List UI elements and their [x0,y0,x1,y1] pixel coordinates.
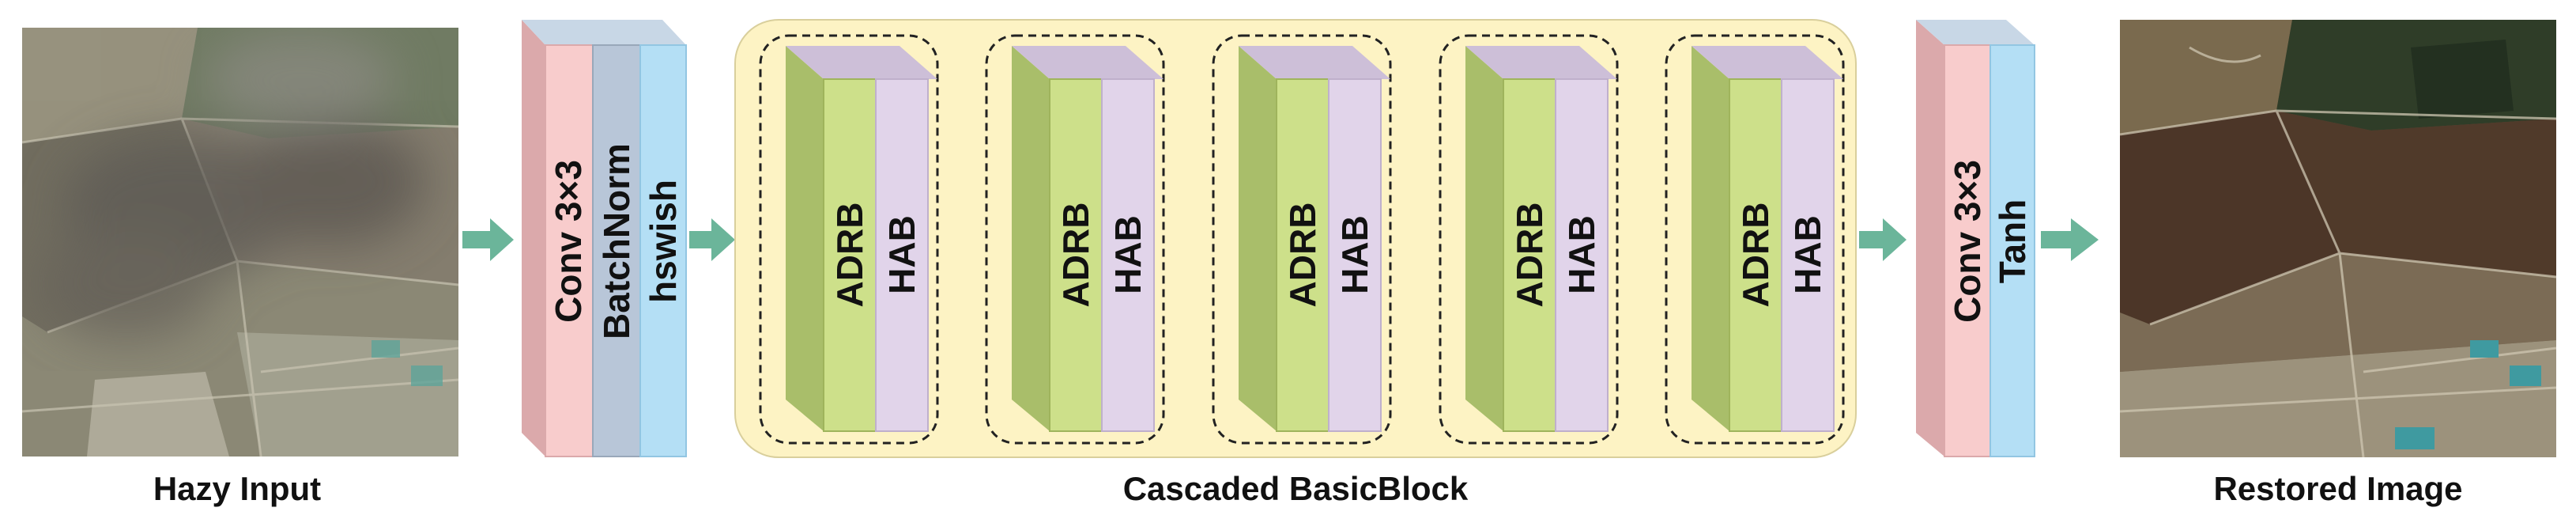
tanh-layer [1990,44,2035,457]
basic-block-outline [1439,34,1619,445]
basic-block-outline [1212,34,1392,445]
adrb-label: ADRB [1735,203,1776,308]
hab-block [1101,78,1155,432]
adrb-label: ADRB [1509,203,1550,308]
block-top-face [1692,46,1843,79]
adrb-label: ADRB [1055,203,1096,308]
basic-block-outline [1665,34,1845,445]
basic-block-outline [759,34,939,445]
adrb-block [1729,78,1782,432]
hab-block [1555,78,1609,432]
basic-block: ADRB HAB [1665,34,1845,445]
tail-conv3x3-layer [1944,44,1991,457]
basic-block: ADRB HAB [1212,34,1392,445]
hswish-layer [639,44,687,457]
block-top-face [1012,46,1164,79]
adrb-side-face [1239,46,1277,431]
hab-label: HAB [1787,215,1828,294]
arrow-right-icon [462,218,514,261]
hab-label: HAB [881,215,922,294]
hab-label: HAB [1561,215,1602,294]
adrb-block [1049,78,1103,432]
tail-layer-stack: Conv 3×3 Tanh [1916,20,2035,457]
cascaded-basicblock-caption: Cascaded BasicBlock [1123,470,1469,507]
arrow-right-icon [2041,218,2099,261]
basic-blocks-group: ADRB HAB ADRB HAB ADRB HAB ADRB HAB ADRB HAB [759,34,1845,445]
head-layer-stack: Conv 3×3 BatchNorm hswish [522,20,687,457]
arrow-right-icon [1859,218,1907,261]
hazy-input-caption: Hazy Input [153,470,321,507]
basic-block: ADRB HAB [1439,34,1619,445]
conv3x3-label: Conv 3×3 [548,160,589,323]
hazy-input-image [22,28,458,456]
basic-block: ADRB HAB [985,34,1165,445]
adrb-block [1276,78,1329,432]
hab-label: HAB [1334,215,1375,294]
hab-block [1328,78,1382,432]
batchnorm-layer [592,44,641,457]
adrb-side-face [1465,46,1503,431]
adrb-side-face [1012,46,1050,431]
arrow-right-icon [689,218,735,261]
restored-image-caption: Restored Image [2213,470,2462,507]
adrb-label: ADRB [829,203,870,308]
hab-block [1781,78,1835,432]
tail-conv3x3-label: Conv 3×3 [1947,160,1988,323]
adrb-side-face [1692,46,1729,431]
block-top-face [1465,46,1617,79]
adrb-block [823,78,877,432]
hab-label: HAB [1107,215,1148,294]
tanh-label: Tanh [1992,199,2033,283]
batchnorm-label: BatchNorm [596,143,637,339]
adrb-label: ADRB [1282,203,1323,308]
adrb-side-face [786,46,824,431]
basic-block-outline [985,34,1165,445]
block-top-face [1239,46,1390,79]
block-top-face [786,46,937,79]
restored-image [2120,20,2556,457]
hab-block [875,78,929,432]
hswish-label: hswish [643,180,684,303]
basic-block: ADRB HAB [759,34,939,445]
